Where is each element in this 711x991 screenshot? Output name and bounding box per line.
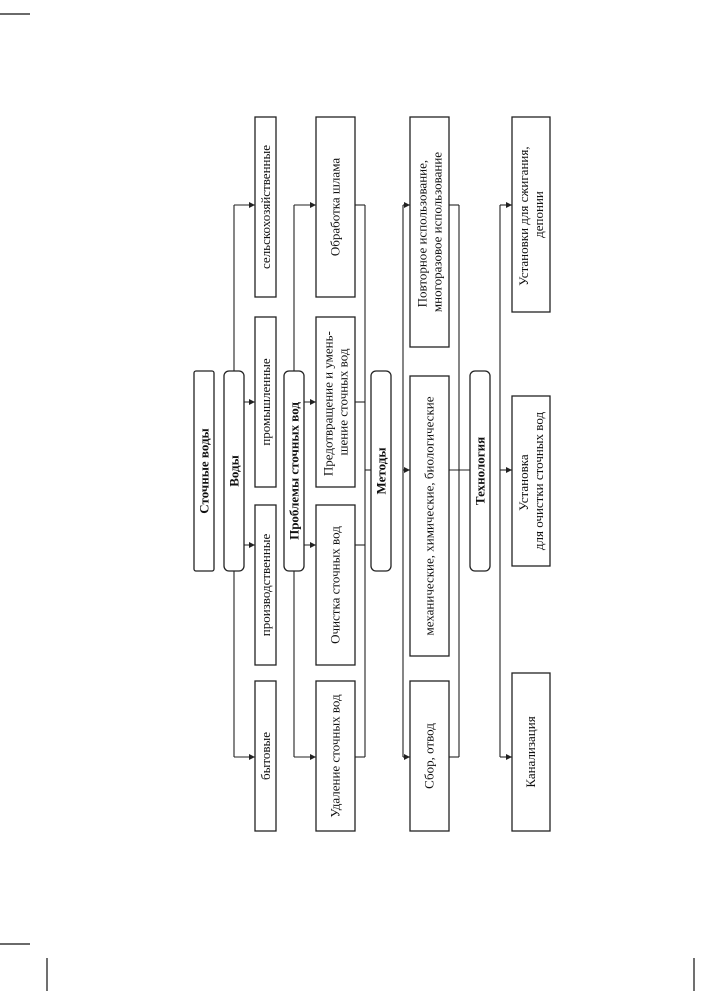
svg-text:Предотвращение и умень-: Предотвращение и умень- шение сточных во… [321,328,351,476]
arrow-head [249,202,255,208]
tech-sewerage: Канализация [511,672,551,832]
waters-item-household: бытовые [254,680,277,832]
svg-text:сельскохозяйственные: сельскохозяйственные [258,145,273,269]
svg-text:производственные: производственные [258,534,273,637]
waters-item-agricultural: сельскохозяйственные [254,116,277,298]
tech-treatment-plant: Установка для очистки сточных вод [511,395,551,567]
svg-text:Обработка шлама: Обработка шлама [328,158,343,256]
arrow-head [310,202,316,208]
svg-text:Очистка сточных вод: Очистка сточных вод [328,526,343,644]
arrow-head [310,754,316,760]
root-node: Сточные воды [193,370,215,572]
svg-text:Установка для очистки ст: Установка для очистки сточных вод [516,412,546,551]
waters-header: Воды [223,370,245,572]
technology-header-label: Технология [473,437,488,505]
arrow-head [506,202,512,208]
waters-item-production: производственные [254,504,277,666]
svg-text:Сбор, отвод: Сбор, отвод [422,723,437,789]
arrow-head [249,754,255,760]
method-collection: Сбор, отвод [409,680,450,832]
arrow-head [310,399,316,405]
arrow-head [249,542,255,548]
svg-text:механические, химические, биол: механические, химические, биологические [422,396,437,635]
root-label: Сточные воды [197,428,212,513]
arrow-head [404,467,410,473]
problems-header-label: Проблемы сточных вод [287,402,302,540]
technology-header: Технология [469,370,491,572]
tech-incineration: Установки для сжигания, депонии [511,116,551,313]
waters-item-industrial: промышленные [254,316,277,488]
waters-header-label: Воды [227,455,242,487]
problem-sludge: Обработка шлама [315,116,356,298]
svg-text:Удаление сточных вод: Удаление сточных вод [328,694,343,818]
arrow-head [506,754,512,760]
method-reuse: Повторное использование, многоразовое ис… [409,116,450,348]
problem-treatment: Очистка сточных вод [315,504,356,666]
problem-removal: Удаление сточных вод [315,680,356,832]
arrow-head [310,542,316,548]
arrow-head [404,202,410,208]
svg-text:бытовые: бытовые [258,732,273,780]
method-mechanical: механические, химические, биологические [409,375,450,657]
arrow-head [404,754,410,760]
methods-header-label: Методы [374,448,389,495]
arrow-head [506,467,512,473]
problems-header: Проблемы сточных вод [283,370,305,572]
problem-prevention: Предотвращение и умень- шение сточных во… [315,316,356,488]
svg-text:Канализация: Канализация [523,716,538,787]
arrow-head [249,399,255,405]
svg-text:Установки для сжигания,: Установки для сжигания, депонии [516,143,546,286]
methods-header: Методы [370,370,392,572]
svg-text:Повторное использование,: Повторное использование, многоразовое ис… [415,152,445,312]
svg-text:промышленные: промышленные [258,358,273,446]
